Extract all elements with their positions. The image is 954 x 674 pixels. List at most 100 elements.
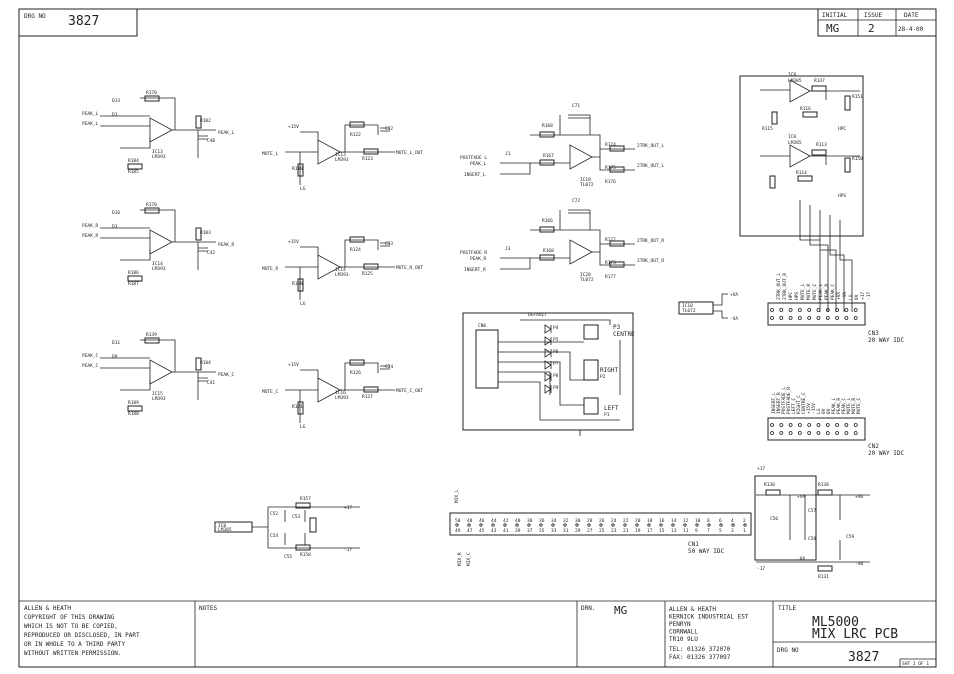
svg-text:+VB: +VB [855, 494, 863, 500]
svg-text:MIX_L: MIX_L [454, 489, 460, 503]
company-line: TR10 9LU [669, 636, 698, 643]
cn2-signal: PEAK_L [831, 397, 837, 414]
cn1-pin-bottom: 33 [551, 528, 557, 534]
cn1-pin-top: 2 [743, 518, 746, 524]
mute-ic: IC13 [335, 152, 346, 158]
peak-r-out: R102 [200, 118, 211, 124]
svg-text:C53: C53 [292, 514, 300, 520]
svg-text:C58: C58 [808, 536, 816, 542]
cn2-signal: PEAK_R [836, 397, 842, 414]
title-line1: ML5000 [812, 615, 859, 630]
cn1-pin-top: 40 [515, 518, 521, 524]
cn1-pin-bottom: 45 [479, 528, 485, 534]
cn1-pin-top: 44 [491, 518, 497, 524]
peak-in-b: PEAK_L [82, 121, 99, 127]
peak-cap: C40 [207, 138, 215, 144]
notes-label: NOTES [199, 605, 217, 612]
cn1-pin-bottom: 39 [515, 528, 521, 534]
cn2-signal: INSERT_L [771, 392, 777, 414]
svg-text:C52: C52 [270, 511, 278, 517]
peak-detector-2: PEAK_RPEAK_RIC14LM393PEAK_RD16D3R170R103… [82, 202, 235, 287]
cn1-pin-bottom: 41 [503, 528, 509, 534]
svg-text:IC8: IC8 [218, 523, 226, 529]
svg-text:DRG NO: DRG NO [24, 13, 46, 20]
peak-diode-mid: D3 [112, 224, 118, 230]
cn3-signal: MUTE_R [806, 283, 812, 300]
cn3-signal: +17 [860, 292, 866, 300]
cn3-signal: PEAK_C [830, 283, 836, 300]
label-left: LEFT [604, 405, 619, 412]
cn2-signal: -15V [811, 403, 817, 414]
svg-text:R114: R114 [796, 170, 807, 176]
mute-rail: +15V [288, 124, 299, 130]
buffer-out2: 2TRK_OUT_R [637, 238, 664, 244]
cn2-signal: INSERT_R [776, 392, 782, 414]
cn1-pin-top: 46 [479, 518, 485, 524]
mute-r-fb: R124 [350, 247, 361, 253]
buffer-ic-type: TL072 [580, 277, 594, 283]
peak-diode-top: D13 [112, 98, 120, 104]
mute-gnd: LG [300, 424, 306, 430]
peak-ic-type: LM393 [152, 154, 166, 160]
mute-stage-2: +15VMUTE_RR128LGIC14LM393R124R125C33MUTE… [262, 236, 423, 307]
peak-in-a: PEAK_L [82, 111, 99, 117]
cn1-pin-bottom: 31 [563, 528, 569, 534]
switch-pin: P5 [553, 337, 559, 343]
mute-stages: +15VMUTE_LR118LGIC13LM393R122R123C32MUTE… [262, 121, 423, 430]
buffer-r: R168 [542, 123, 553, 129]
peak-r-bot: R185 [128, 169, 139, 175]
copyright-line: REPRODUCED OR DISCLOSED, IN PART [24, 632, 140, 639]
cn2-desc: 20 WAY IDC [868, 450, 905, 457]
cn1-pin-top: 30 [575, 518, 581, 524]
cn2-id: CN2 [868, 443, 879, 450]
cn2-signal: RIGHT_C [796, 395, 802, 414]
svg-text:R113: R113 [816, 142, 827, 148]
svg-text:R150: R150 [852, 156, 863, 162]
cn1-pin-bottom: 37 [527, 528, 533, 534]
peak-diode-top: D16 [112, 210, 120, 216]
buffer-in1b: PEAK_R [470, 256, 487, 262]
cn1-pin-top: 36 [539, 518, 545, 524]
svg-text:LM385: LM385 [788, 140, 802, 146]
cn1-pin-top: 42 [503, 518, 509, 524]
buffer-r: R177 [605, 274, 616, 280]
cn1-pin-bottom: 13 [671, 528, 677, 534]
revision-box: INITIAL ISSUE DATE MG 2 28-4-00 [817, 8, 937, 37]
label-centre-pin: P3 [613, 324, 621, 331]
switch-pin: P4 [553, 325, 559, 331]
peak-diode-mid: D1 [112, 112, 118, 118]
cn1-desc: 50 WAY IDC [688, 548, 725, 555]
mute-ic-type: LM393 [335, 395, 349, 401]
buffer-ic: IC19 [580, 177, 591, 183]
cn1-pin-top: 14 [671, 518, 677, 524]
company-line: KERNICK INDUSTRIAL EST [669, 614, 749, 621]
power-block: R130 R138 R131 C56 C57 C58 C59 +17 -17 +… [754, 466, 870, 580]
svg-text:R116: R116 [800, 106, 811, 112]
cn1-pin-bottom: 49 [455, 528, 461, 534]
peak-in-a: PEAK_R [82, 223, 99, 229]
cn2-signal: MUTE_R [851, 397, 857, 414]
svg-text:DRG NO: DRG NO [777, 647, 799, 654]
peak-r-top: R170 [146, 90, 157, 96]
mute-cap: C34 [385, 364, 393, 370]
sheet-border [18, 8, 937, 668]
company-line: CORNWALL [669, 629, 698, 636]
buffer-r: R168 [543, 248, 554, 254]
buffer-out1: 2TRK_OUT_R [637, 258, 664, 264]
peak-out: PEAK_R [218, 242, 235, 248]
buffer-in1: POSTFADE L [460, 155, 487, 161]
svg-text:TL072: TL072 [682, 308, 696, 314]
cn1-pin-bottom: 11 [683, 528, 689, 534]
cn3-signal: 0V [854, 294, 860, 300]
peak-detector-3: PEAK_CPEAK_CIC15LM393PEAK_CD11D9R139R104… [82, 332, 235, 417]
buffer-cap: C72 [572, 198, 580, 204]
buffer-r: R166 [542, 218, 553, 224]
cn3-signal: MUTE_C [812, 283, 818, 300]
svg-text:C55: C55 [284, 554, 292, 560]
svg-text:HPS: HPS [838, 193, 846, 199]
buffer-ic: IC20 [580, 272, 591, 278]
peak-in-b: PEAK_C [82, 363, 99, 369]
peak-r-out: R103 [200, 230, 211, 236]
